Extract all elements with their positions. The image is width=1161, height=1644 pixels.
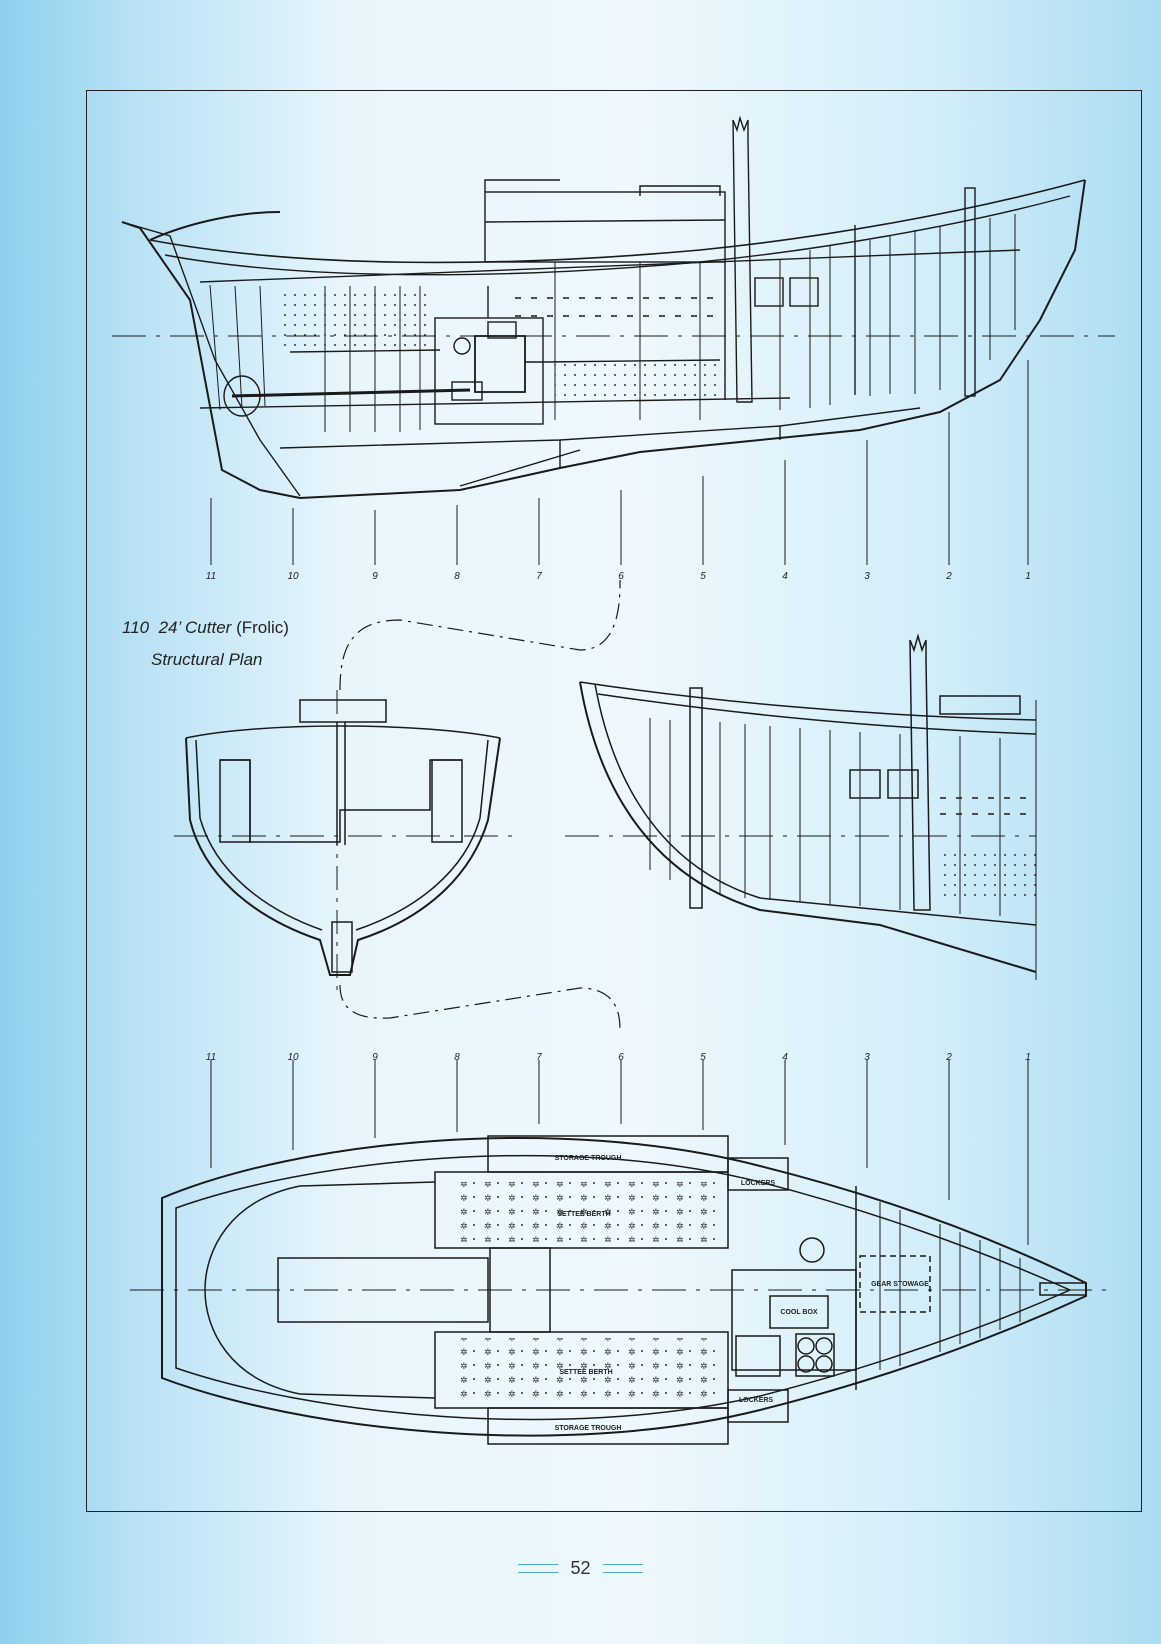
station-label: 3: [864, 1052, 870, 1063]
accommodation-plan-view: [130, 1060, 1115, 1445]
station-label: 4: [782, 1052, 788, 1063]
station-label: 5: [700, 1052, 706, 1063]
settee-berth-label: SETTEE BERTH: [557, 1211, 610, 1218]
bow-detail-view: [565, 633, 1037, 980]
gear-stowage-label: GEAR STOWAGE: [871, 1281, 929, 1288]
drawing-title: 110 24’ Cutter (Frolic): [122, 618, 289, 638]
page-footer: 52: [0, 1553, 1161, 1583]
footer-rule-left: [518, 1563, 559, 1573]
storage-trough-label: STORAGE TROUGH: [555, 1155, 622, 1162]
station-label: 11: [206, 571, 216, 582]
station-label: 3: [864, 571, 870, 582]
design-nickname: (Frolic): [236, 618, 289, 637]
engine-icon: [451, 321, 545, 401]
profile-view: [112, 115, 1115, 565]
station-label: 10: [287, 571, 299, 582]
station-label: 1: [1025, 571, 1031, 582]
section-view: [174, 579, 621, 1031]
station-label: 7: [536, 1052, 542, 1063]
station-label: 5: [700, 571, 706, 582]
storage-trough-label: STORAGE TROUGH: [555, 1425, 622, 1432]
station-label: 2: [945, 1052, 952, 1063]
station-label: 1: [1025, 1052, 1031, 1063]
station-label: 4: [782, 571, 788, 582]
station-label: 8: [454, 1052, 460, 1063]
station-label: 9: [372, 1052, 378, 1063]
station-label: 10: [287, 1052, 299, 1063]
station-label: 2: [945, 571, 952, 582]
station-label: 9: [372, 571, 378, 582]
station-label: 11: [206, 1052, 216, 1063]
station-label: 6: [618, 1052, 624, 1063]
lockers-label: LOCKERS: [739, 1397, 774, 1404]
lockers-label: LOCKERS: [741, 1180, 776, 1187]
design-name: 24’ Cutter: [158, 618, 232, 637]
settee-berth-label: SETTEE BERTH: [559, 1369, 612, 1376]
station-label: 8: [454, 571, 460, 582]
station-label: 7: [536, 571, 542, 582]
cool-box-label: COOL BOX: [780, 1309, 818, 1316]
design-number: 110: [122, 618, 150, 637]
station-label: 6: [618, 571, 624, 582]
drawing-subtitle: Structural Plan: [151, 650, 263, 669]
page-number: 52: [570, 1557, 591, 1578]
footer-rule-right: [602, 1563, 643, 1573]
